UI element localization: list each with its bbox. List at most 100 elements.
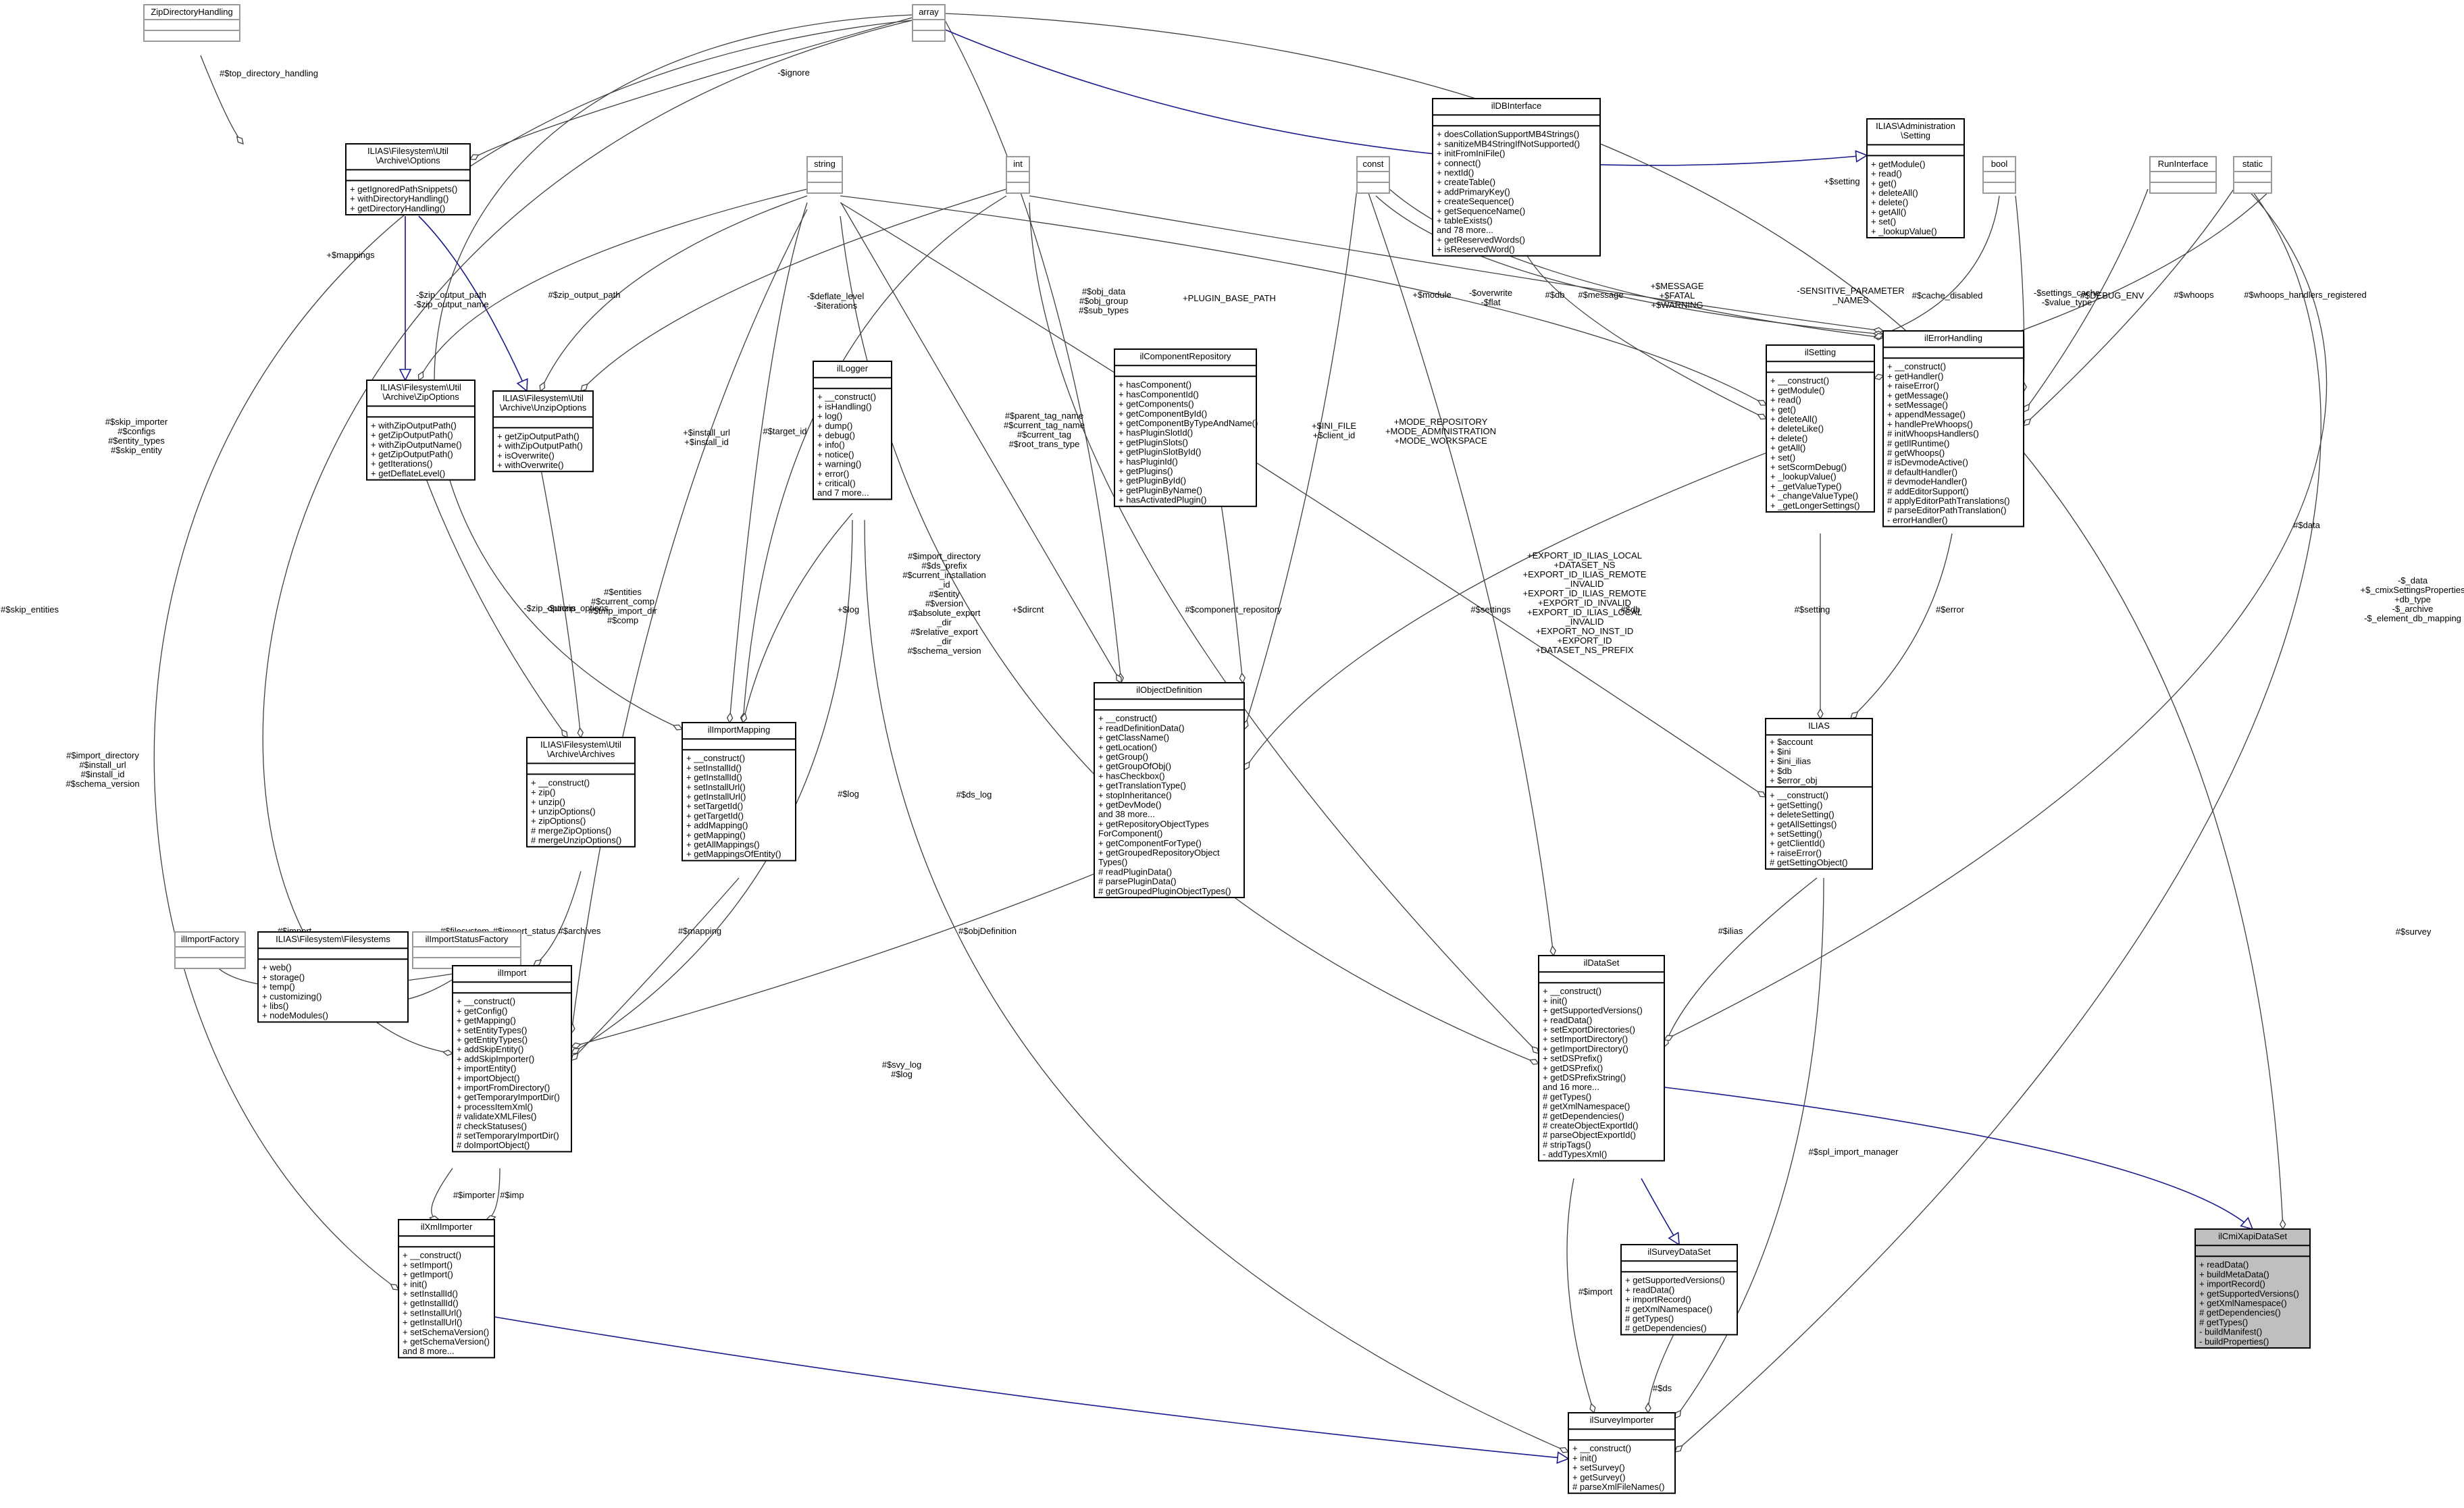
class-box-frame [1538, 955, 1665, 1162]
edge-label-line: #$tmp_import_dir [588, 606, 657, 616]
edge-label-line: #$DEBUG_ENV [2080, 290, 2145, 301]
edge-label-line: #$root_trans_type [1009, 439, 1080, 449]
class-method: + deleteAll() [1871, 188, 1918, 198]
class-title: \Archive\Options [376, 155, 440, 165]
class-box-ilcomponentrepository[interactable]: ilComponentRepository+ hasComponent()+ h… [1114, 348, 1258, 507]
edge-label-line: +EXPORT_NO_INST_ID [1536, 626, 1634, 636]
class-box-ilxmlimporter[interactable]: ilXmlImporter+ __construct()+ setImport(… [398, 1219, 495, 1359]
class-method: + unzip() [531, 797, 565, 807]
class-box-frame [1982, 156, 2016, 194]
class-method: + hasActivatedPlugin() [1119, 495, 1206, 505]
edge-label-line: +$log [838, 604, 859, 615]
edge-label-line: +MODE_REPOSITORY [1394, 417, 1488, 427]
class-method: + __construct() [817, 392, 876, 402]
class-box-unzipoptions[interactable]: ILIAS\Filesystem\Util\Archive\UnzipOptio… [492, 390, 594, 473]
class-method: + buildMetaData() [2199, 1269, 2269, 1279]
class-method: + getAll() [1871, 207, 1906, 217]
class-box-illogger[interactable]: ilLogger+ __construct()+ isHandling()+ l… [813, 361, 892, 500]
class-box-ildbinterface[interactable]: ilDBInterface+ doesCollationSupportMB4St… [1432, 98, 1601, 257]
aggregation-diamond-marker [1757, 413, 1768, 420]
class-method: + debug() [817, 430, 855, 440]
class-method: + getComponents() [1119, 399, 1194, 409]
aggregation-diamond-marker [1239, 672, 1246, 684]
class-method: + log() [817, 411, 842, 421]
class-box-frame [1006, 156, 1030, 194]
class-box-ilimportmapping[interactable]: ilImportMapping+ __construct()+ setInsta… [682, 722, 796, 862]
association-edge-37 [540, 465, 582, 738]
edge-label-l11: #$db [1545, 290, 1565, 300]
inheritance-edge-56 [1641, 1178, 1680, 1245]
class-box-ilimportstatusfactory[interactable]: ilImportStatusFactory [412, 931, 521, 969]
class-method: # mergeZipOptions() [531, 825, 611, 835]
class-method: + __construct() [1887, 361, 1946, 371]
class-method: + getIgnoredPathSnippets() [350, 184, 457, 194]
class-method: + customizing() [262, 991, 322, 1002]
class-box-ilsurveyimporter[interactable]: ilSurveyImporter+ __construct()+ init()+… [1568, 1412, 1676, 1494]
class-box-bool[interactable]: bool [1982, 156, 2016, 194]
class-box-ildataset[interactable]: ilDataSet+ __construct()+ init()+ getSup… [1538, 955, 1665, 1162]
class-box-options[interactable]: ILIAS\Filesystem\Util\Archive\Options+ g… [345, 143, 471, 215]
inheritance-edge-57 [494, 1316, 1569, 1459]
inheritance-arrow-marker [516, 378, 528, 392]
class-method: + getTranslationType() [1098, 781, 1186, 791]
class-box-zipdirectoryhandling[interactable]: ZipDirectoryHandling [143, 4, 240, 42]
aggregation-diamond-marker [442, 1049, 454, 1056]
edge-label-l18: #$DEBUG_ENV [2080, 290, 2145, 301]
association-edge-38 [742, 513, 853, 723]
class-method: + getAllSettings() [1770, 819, 1837, 829]
class-box-ilsetting[interactable]: ilSetting+ __construct()+ getModule()+ r… [1766, 344, 1875, 513]
class-box-ilias[interactable]: ILIAS+ $account+ $ini+ $ini_ilias+ $db+ … [1765, 718, 1873, 870]
class-method: + __construct() [403, 1250, 461, 1260]
class-box-static[interactable]: static [2233, 156, 2272, 194]
aggregation-diamond-marker [1558, 1447, 1570, 1453]
class-method: + getIterations() [371, 459, 432, 469]
class-method: # mergeUnzipOptions() [531, 835, 621, 846]
class-box-ilobjectdefinition[interactable]: ilObjectDefinition+ __construct()+ readD… [1094, 682, 1245, 898]
class-method: + importRecord() [1625, 1295, 1691, 1305]
class-method: + getInstallId() [686, 773, 742, 783]
class-title: ilSetting [1805, 347, 1836, 357]
class-title: ilSurveyDataSet [1647, 1247, 1711, 1257]
class-box-ilcmixapidataset[interactable]: ilCmiXapiDataSet+ readData()+ buildMetaD… [2194, 1228, 2311, 1349]
class-box-ilerrorhandling[interactable]: ilErrorHandling+ __construct()+ getHandl… [1882, 330, 2024, 527]
class-box-int[interactable]: int [1006, 156, 1030, 194]
class-method: + getZipOutputPath() [497, 431, 580, 441]
class-box-archives[interactable]: ILIAS\Filesystem\Util\Archive\Archives+ … [526, 737, 636, 848]
class-box-adminsetting[interactable]: ILIAS\Administration\Setting+ getModule(… [1866, 118, 1965, 238]
class-box-runinterface[interactable]: RunInterface [2149, 156, 2217, 194]
association-edge-48 [571, 877, 740, 1061]
class-box-ilimport[interactable]: ilImport+ __construct()+ getConfig()+ ge… [452, 965, 572, 1153]
class-method: + importRecord() [2199, 1279, 2265, 1289]
edge-label-line: #$survey [2396, 927, 2432, 937]
edge-label-l21: #$skip_importer#$configs#$entity_types#$… [105, 417, 168, 455]
edge-label-line: #$current_installation [902, 570, 986, 580]
edge-label-l41: -$_data+$_cmixSettingsProperties+db_type… [2361, 575, 2464, 623]
class-box-string[interactable]: string [806, 156, 843, 194]
class-box-filesystems[interactable]: ILIAS\Filesystem\Filesystems+ web()+ sto… [257, 931, 409, 1023]
edge-label-line: +MODE_ADMINISTRATION [1385, 426, 1496, 436]
class-method: + readData() [1543, 1015, 1592, 1025]
class-box-array[interactable]: array [912, 4, 946, 42]
class-method: + setEntityTypes() [457, 1025, 527, 1035]
association-edge-43 [1664, 175, 2328, 1041]
class-box-const[interactable]: const [1356, 156, 1390, 194]
class-method: + __construct() [531, 777, 590, 787]
class-method: + __construct() [1770, 790, 1828, 800]
class-method: + getMappingsOfEntity() [686, 849, 781, 859]
class-box-zipoptions[interactable]: ILIAS\Filesystem\Util\Archive\ZipOptions… [366, 380, 476, 481]
class-title: \Archive\Archives [547, 749, 615, 759]
class-method: # getXmlNamespace() [1543, 1101, 1630, 1112]
class-box-ilimportfactory[interactable]: ilImportFactory [174, 931, 246, 969]
class-method: + getDirectoryHandling() [350, 203, 445, 213]
edge-label-line: -$zip_output_name [413, 299, 488, 309]
association-edge-6 [540, 195, 808, 392]
edge-label-l54: #$importer [453, 1190, 496, 1200]
aggregation-diamond-marker [539, 382, 546, 392]
class-method: + delete() [1770, 433, 1807, 443]
aggregation-diamond-marker [469, 154, 480, 160]
edge-label-line: #$sub_types [1079, 305, 1129, 315]
edge-label-line: #$import [1578, 1286, 1613, 1297]
class-box-ilsurveydataset[interactable]: ilSurveyDataSet+ getSupportedVersions()+… [1620, 1244, 1738, 1336]
class-box-frame [492, 390, 594, 473]
class-method: + withZipOutputName() [371, 440, 462, 450]
